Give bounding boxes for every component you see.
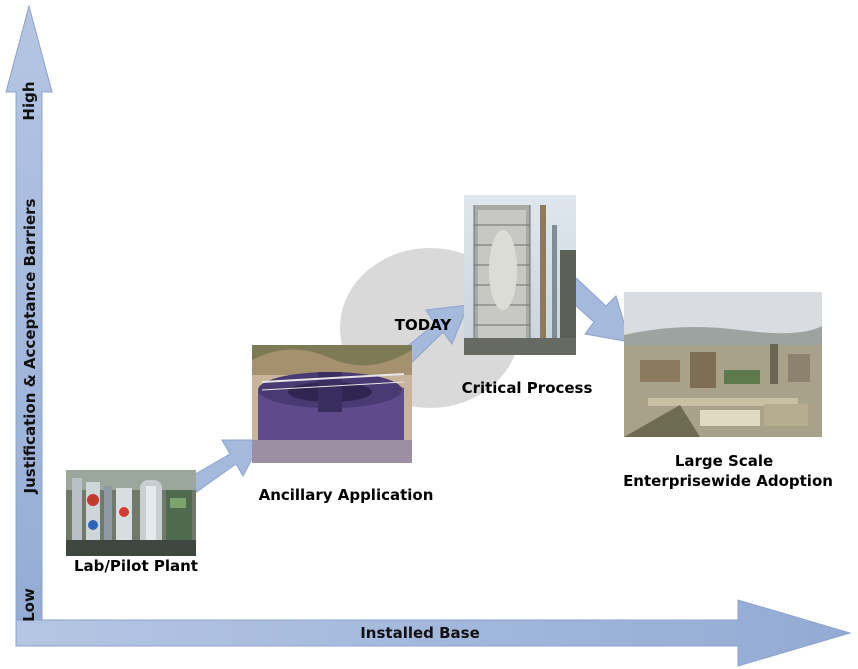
stage-label-ancillary-application: Ancillary Application (258, 486, 434, 504)
today-marker-label: TODAY (394, 316, 452, 334)
lab-pilot-plant-photo (66, 470, 196, 556)
x-axis-arrow (15, 599, 852, 667)
stage-label-lab-pilot-plant: Lab/Pilot Plant (74, 557, 198, 575)
refinery-aerial-photo (624, 292, 822, 437)
water-treatment-tank-photo (252, 345, 412, 463)
process-tower-photo (464, 195, 576, 355)
y-axis-title: Justification & Acceptance Barriers (21, 198, 39, 494)
stage-label-critical-process: Critical Process (461, 379, 593, 397)
y-axis-low-label: Low (20, 588, 38, 622)
x-axis-title: Installed Base (360, 624, 480, 642)
y-axis-high-label: High (20, 81, 38, 121)
stage-label-enterprisewide-adoption: Enterprisewide Adoption (623, 472, 833, 490)
stage-label-large-scale: Large Scale (674, 452, 774, 470)
